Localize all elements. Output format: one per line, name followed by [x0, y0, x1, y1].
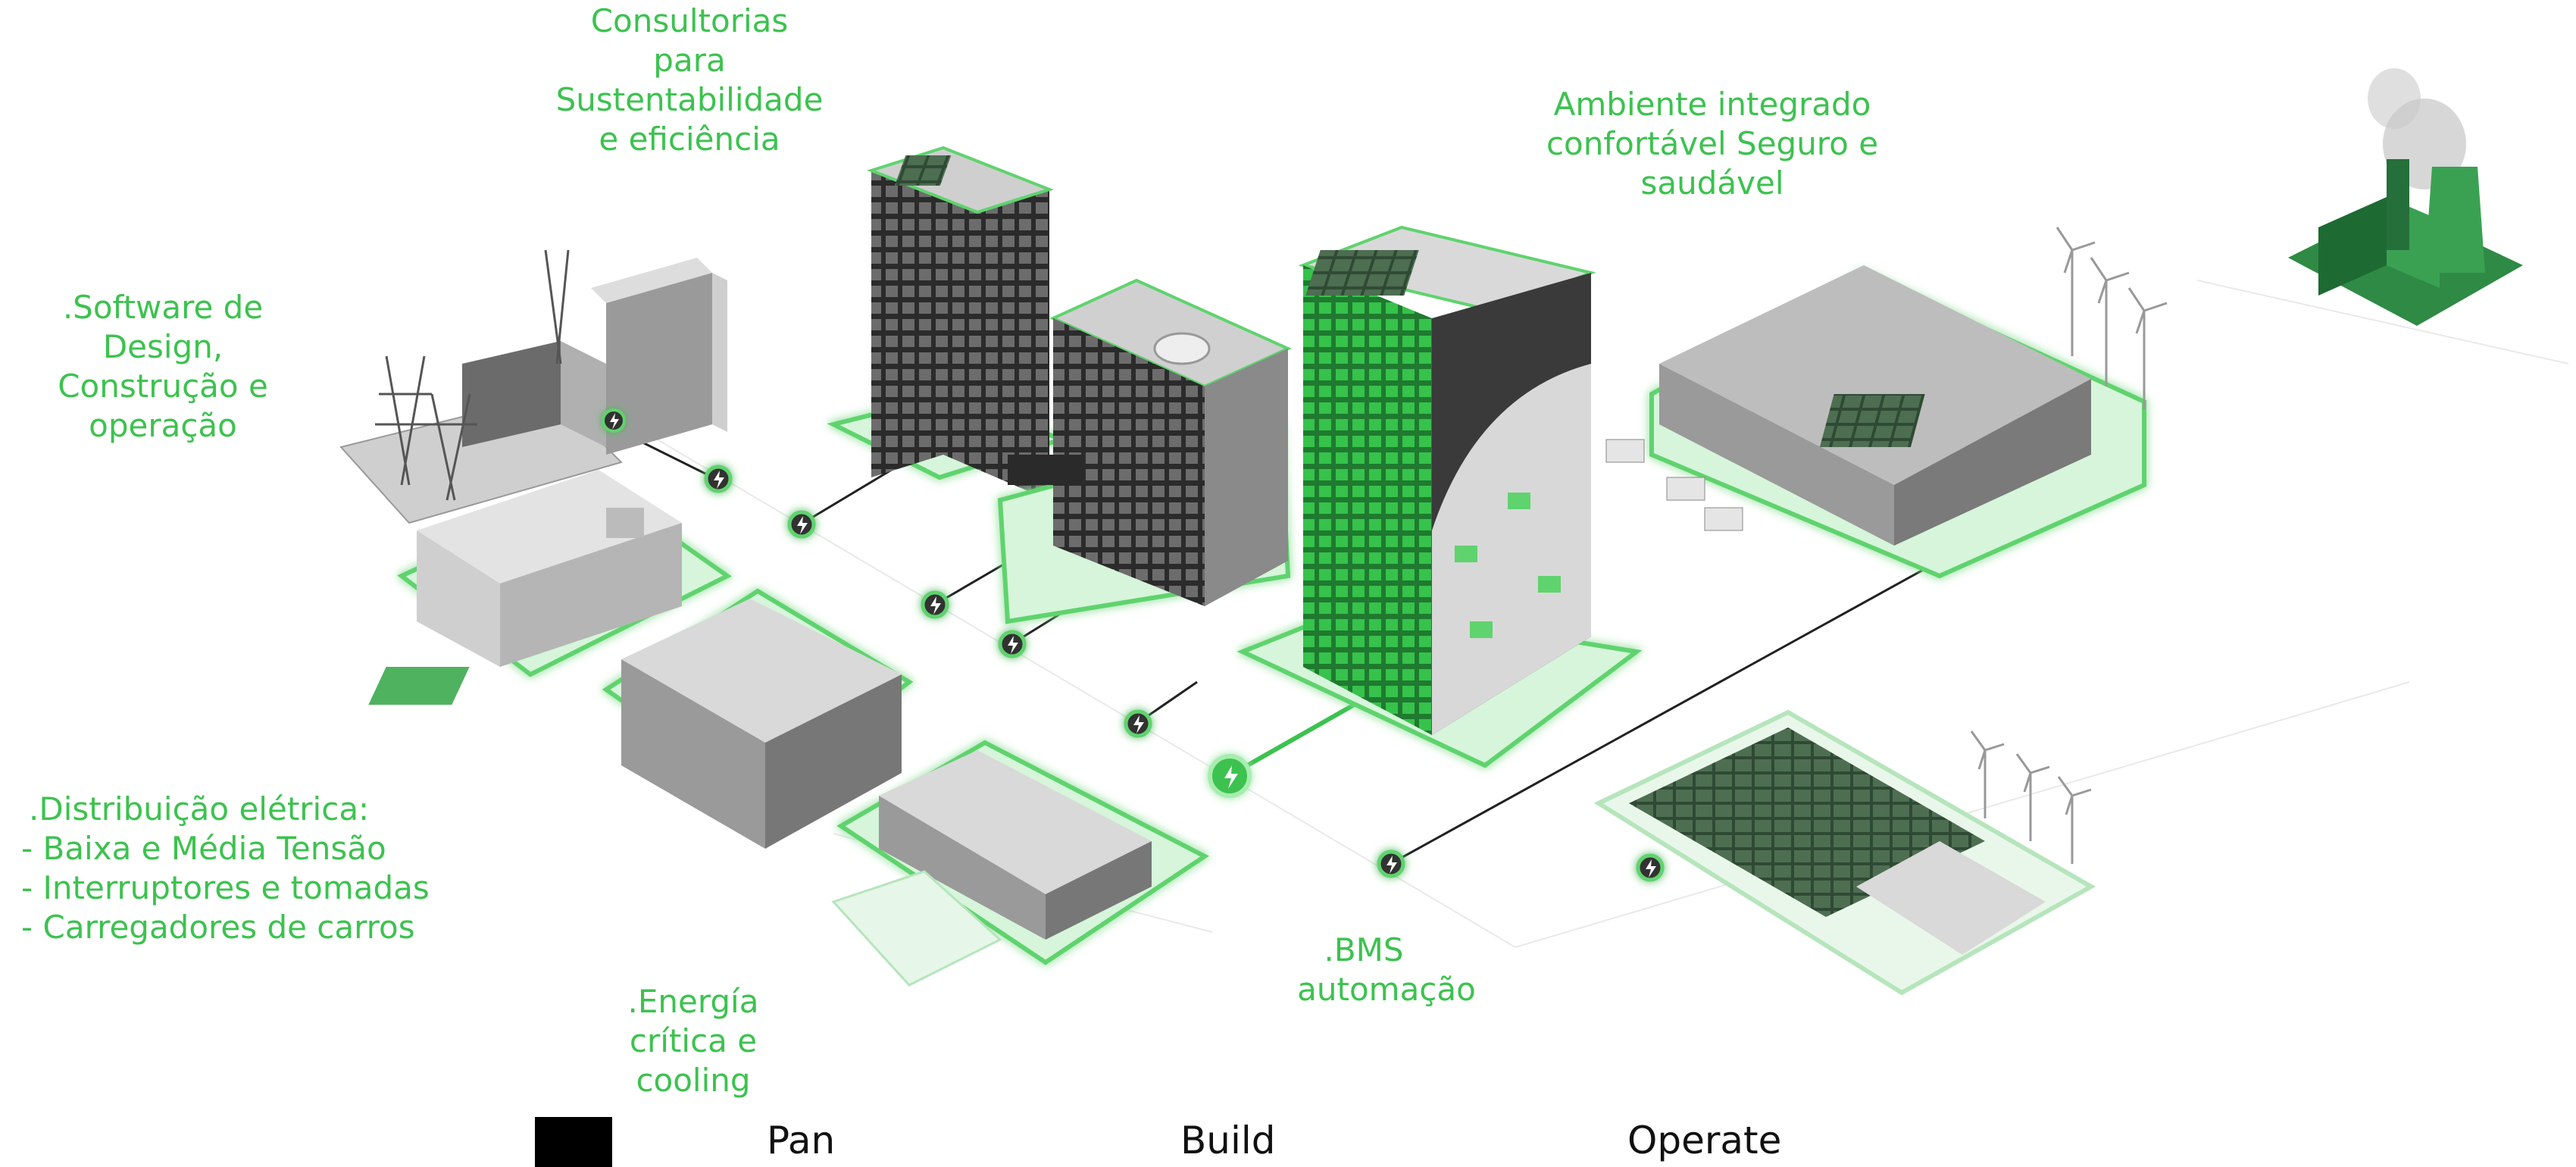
legend-build: Build [1180, 1119, 1276, 1162]
node-3 [787, 510, 816, 539]
label-software: .Software de Design, Construção e operaç… [58, 289, 268, 444]
label-bms: .BMS automação [1297, 931, 1476, 1008]
data-center-building [368, 588, 914, 849]
label-ambiente: Ambiente integrado confortável Seguro e … [1546, 86, 1879, 202]
warehouse-building [1605, 265, 2146, 579]
charging-station-building [831, 740, 1209, 987]
legend-operate: Operate [1627, 1119, 1782, 1162]
node-4 [921, 590, 949, 619]
legend-swatch [535, 1117, 612, 1167]
office-tower-left [827, 145, 1068, 500]
wind-turbine-icon [1970, 227, 2168, 864]
factory-icon [2288, 68, 2523, 326]
node-5 [998, 630, 1027, 659]
label-consultorias: Consultorias para Sustentabilidade e efi… [555, 2, 824, 158]
label-energia: .Energía crítica e cooling [627, 983, 759, 1099]
helipad-building [997, 278, 1292, 624]
node-2 [704, 465, 733, 493]
node-main [1208, 754, 1252, 798]
green-skyscraper [1236, 225, 1643, 768]
node-1 [602, 408, 626, 433]
legend-pan: Pan [767, 1119, 836, 1162]
node-8 [1636, 853, 1665, 882]
substation-building [339, 249, 727, 524]
label-distribuicao: .Distribuição elétrica: - Baixa e Média … [21, 790, 430, 946]
office-building-left [397, 470, 732, 677]
lightning-bolt-icon [602, 408, 1665, 882]
solar-farm [1593, 709, 2096, 996]
node-6 [1124, 709, 1152, 738]
node-7 [1377, 849, 1405, 878]
